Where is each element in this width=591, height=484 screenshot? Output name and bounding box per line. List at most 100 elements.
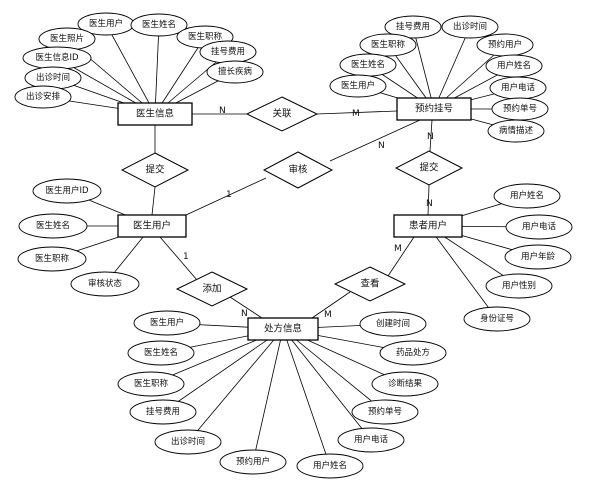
attr-prescription-9-label: 用户电话 [354,434,389,445]
relation-add: 添加 [175,271,249,307]
attr-prescription-5-label: 诊断结果 [388,378,423,389]
attr-patient-user-4-label: 身份证号 [480,313,514,324]
attr-prescription-2-label: 医生姓名 [144,347,178,358]
edge-booking-submit [429,119,433,152]
relation-link-label: 关联 [272,108,292,120]
relation-view-label: 查看 [360,278,379,290]
edge-doctor-info-attr-3 [154,36,206,115]
attr-patient-user-3-label: 用户性别 [502,280,536,291]
attr-booking-0: 挂号费用 [384,15,442,39]
relation-submit-doctor-label: 提交 [145,164,165,176]
attr-doctor-info-2: 医生照片 [38,27,96,51]
edge-booking-attr-1 [433,26,471,110]
attr-prescription-2: 医生姓名 [127,340,195,366]
attr-prescription-8: 出诊时间 [154,429,222,455]
attr-booking-5: 用户姓名 [485,54,543,78]
attr-booking-5-label: 用户姓名 [497,60,531,71]
attr-prescription-6: 挂号费用 [129,399,197,425]
attr-booking-9-label: 病情描述 [499,125,534,136]
attr-booking-6: 医生用户 [329,74,387,98]
relation-submit-doctor: 提交 [120,152,190,188]
attr-prescription-5: 诊断结果 [371,371,439,397]
attr-booking-4-label: 医生姓名 [351,59,385,70]
attr-patient-user-2: 用户年龄 [504,244,572,270]
card-add-prescription: N [241,309,248,319]
card-add-doctor: 1 [183,252,189,262]
edge-prescription-attr-8 [187,328,284,443]
attr-doctor-user-3-label: 审核状态 [88,278,123,289]
relation-view: 查看 [333,266,407,302]
attr-booking-1-label: 出诊时间 [453,21,487,32]
attr-patient-user-4: 身份证号 [463,306,531,332]
edge-view-patient-user [387,236,415,277]
edge-booking-attr-0 [412,26,435,110]
edge-submit-doctor-user [151,186,156,216]
entity-doctor-user: 医生用户 [117,214,187,238]
card-booking-submit: N [427,132,434,142]
attr-prescription-10-label: 预约用户 [236,456,270,467]
attr-patient-user-2-label: 用户年龄 [521,251,556,262]
attr-doctor-info-0-label: 医生用户 [89,18,123,29]
edge-add-prescription [229,296,263,319]
entity-booking: 预约挂号 [396,97,472,121]
card-review-doctor: 1 [226,190,232,200]
attr-booking-1: 出诊时间 [441,15,499,39]
attr-doctor-info-7: 擅长疾病 [206,60,264,84]
edge-doctor-info-attr-0 [105,23,156,115]
attr-patient-user-0-label: 用户姓名 [510,190,544,201]
edge-doctor-user-review [185,177,267,216]
attr-booking-7-label: 用户电话 [501,82,536,93]
attr-prescription-4-label: 医生职称 [134,378,169,389]
entity-doctor-info-label: 医生信息 [136,108,174,120]
attr-doctor-user-1-label: 医生姓名 [36,220,70,231]
edge-submit-patient-user [427,184,430,216]
attr-booking-8: 预约单号 [491,97,549,121]
attr-doctor-info-5-label: 挂号费用 [211,46,245,57]
attr-patient-user-1-label: 用户电话 [522,221,557,232]
attr-prescription-10: 预约用户 [219,449,287,475]
attr-booking-2-label: 医生职称 [371,39,406,50]
entity-doctor-info: 医生信息 [117,102,193,126]
entity-doctor-user-label: 医生用户 [133,220,171,232]
card-review-booking: N [378,141,385,151]
relation-submit-patient: 提交 [394,150,464,186]
attr-prescription-1-label: 创建时间 [376,318,410,329]
attr-doctor-user-2: 医生职称 [17,246,87,272]
attr-doctor-user-1: 医生姓名 [18,213,88,239]
attr-doctor-info-7-label: 擅长疾病 [218,66,253,77]
attr-booking-2: 医生职称 [359,33,417,57]
relation-link: 关联 [245,96,319,132]
attr-booking-4: 医生姓名 [339,53,397,77]
edge-prescription-attr-7 [282,328,386,413]
attr-prescription-1: 创建时间 [359,311,427,337]
attr-booking-6-label: 医生用户 [341,80,375,91]
attr-booking-9: 病情描述 [487,119,545,143]
edge-prescription-attr-9 [282,328,372,441]
attr-doctor-info-4-label: 医生信息ID [35,52,79,63]
attr-patient-user-3: 用户性别 [485,273,553,299]
attr-prescription-8-label: 出诊时间 [171,436,205,447]
attr-patient-user-0: 用户姓名 [493,183,561,209]
attr-doctor-info-4: 医生信息ID [22,46,92,70]
attr-doctor-user-0-label: 医生用户ID [45,185,89,196]
attr-prescription-3-label: 药品处方 [396,347,430,358]
attr-prescription-7: 预约单号 [351,399,419,425]
attr-doctor-user-0: 医生用户ID [32,178,102,204]
edge-review-booking [329,119,421,162]
relation-review-label: 审核 [288,164,308,176]
attr-prescription-3: 药品处方 [379,340,447,366]
attr-prescription-9: 用户电话 [337,427,405,453]
attr-prescription-11-label: 用户姓名 [313,460,347,471]
relation-submit-patient-label: 提交 [419,162,439,174]
attr-doctor-user-3: 审核状态 [70,271,140,297]
cardinality-layer: N M 1 N N N 1 N M M [183,106,434,320]
edge-link-booking [316,110,398,115]
attr-doctor-user-2-label: 医生职称 [35,253,70,264]
attr-booking-3: 预约用户 [476,33,534,57]
attr-doctor-info-8-label: 出诊安排 [26,91,61,102]
entity-patient-user-label: 患者用户 [409,220,447,232]
attr-prescription-0: 医生用户 [133,310,201,336]
attr-doctor-info-1: 医生姓名 [130,13,188,37]
attr-doctor-info-8: 出诊安排 [14,85,72,109]
attr-booking-3-label: 预约用户 [488,39,522,50]
